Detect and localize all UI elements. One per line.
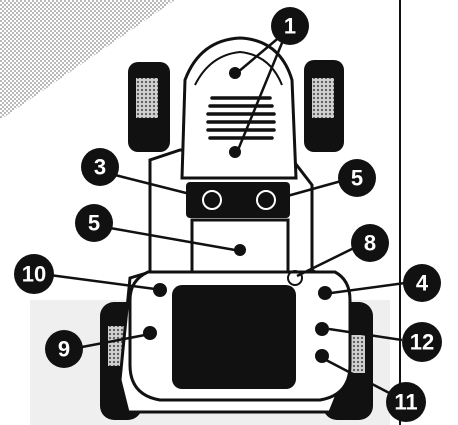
svg-text:8: 8 bbox=[364, 231, 376, 256]
callout-1: 1 bbox=[271, 7, 309, 45]
hood bbox=[180, 36, 298, 180]
hood-seam bbox=[194, 50, 283, 86]
svg-text:5: 5 bbox=[351, 166, 363, 191]
svg-text:10: 10 bbox=[22, 262, 46, 287]
control-point-11 bbox=[315, 349, 329, 363]
front-left-tread bbox=[136, 78, 158, 118]
seat-panel bbox=[172, 285, 296, 389]
svg-text:3: 3 bbox=[94, 155, 106, 180]
svg-text:11: 11 bbox=[394, 390, 417, 415]
svg-text:9: 9 bbox=[58, 337, 70, 362]
control-point-4 bbox=[318, 286, 332, 300]
callout-5-right: 5 bbox=[338, 159, 376, 197]
callout-8: 8 bbox=[351, 224, 389, 262]
hood-point-upper bbox=[229, 67, 241, 79]
svg-text:12: 12 bbox=[410, 330, 434, 355]
callout-5-left: 5 bbox=[75, 204, 113, 242]
svg-text:1: 1 bbox=[284, 14, 296, 39]
callout-12: 12 bbox=[402, 322, 442, 362]
control-point-10 bbox=[153, 283, 167, 297]
front-right-tread bbox=[312, 78, 334, 118]
callout-3: 3 bbox=[81, 148, 119, 186]
headlight-right bbox=[256, 190, 276, 210]
callout-4: 4 bbox=[403, 264, 441, 302]
svg-text:5: 5 bbox=[88, 211, 100, 236]
callout-9: 9 bbox=[45, 330, 83, 368]
control-point-9 bbox=[143, 326, 157, 340]
callout-10: 10 bbox=[14, 254, 54, 294]
mid-body-point bbox=[234, 244, 246, 256]
leader-lines bbox=[41, 34, 406, 398]
control-point-8 bbox=[287, 270, 303, 286]
svg-text:4: 4 bbox=[416, 271, 429, 296]
headlight-left bbox=[202, 190, 222, 210]
callout-11: 11 bbox=[386, 382, 426, 422]
control-point-12 bbox=[315, 322, 329, 336]
background-halftone bbox=[0, 0, 175, 120]
